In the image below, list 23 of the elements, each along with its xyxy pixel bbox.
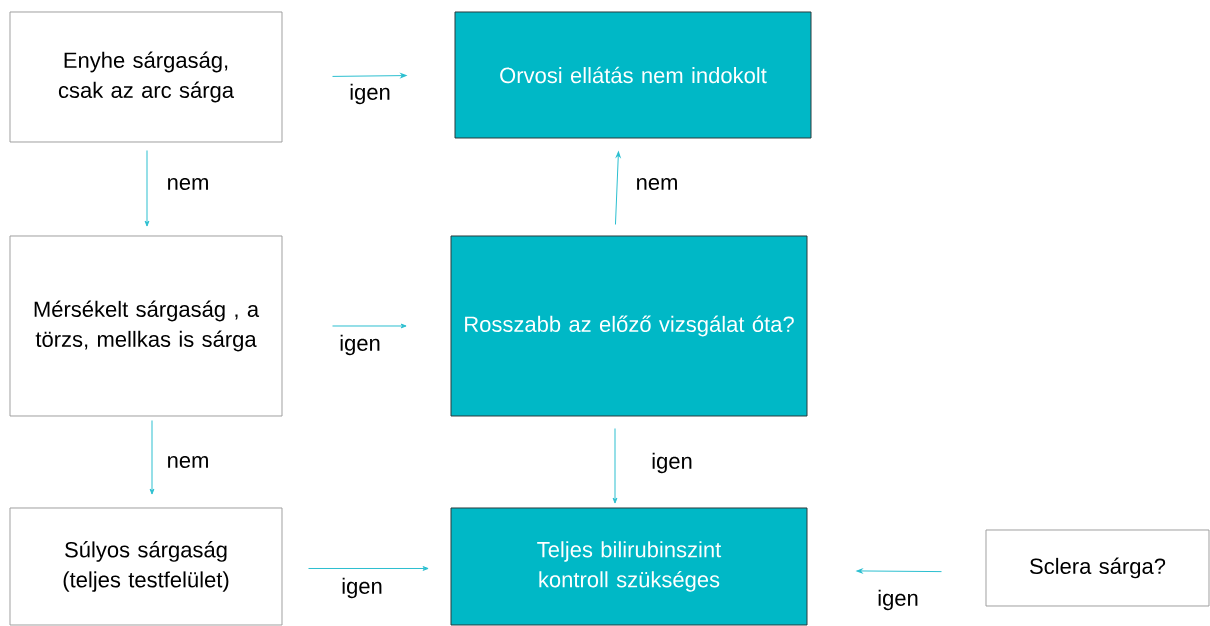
- process-box: Sclera sárga?: [985, 529, 1210, 607]
- result-box: Rosszabb az előző vizsgálat óta?: [450, 235, 808, 417]
- arrow: [612, 428, 618, 504]
- arrow: [149, 420, 155, 495]
- edge-label: igen: [650, 451, 694, 475]
- edge-label: igen: [348, 82, 392, 106]
- arrow: [856, 568, 942, 574]
- result-box: Teljes bilirubinszint kontroll szükséges: [450, 507, 808, 626]
- process-box: Enyhe sárgaság, csak az arc sárga: [9, 11, 283, 143]
- result-box: Orvosi ellátás nem indokolt: [454, 11, 812, 139]
- edge-label: igen: [876, 588, 920, 612]
- arrow: [308, 566, 429, 571]
- edge-label: igen: [338, 333, 382, 357]
- arrow: [332, 323, 407, 329]
- arrow: [332, 73, 407, 78]
- process-box: Mérsékelt sárgaság , a törzs, mellkas is sárga: [9, 235, 283, 417]
- edge-label: igen: [340, 576, 384, 600]
- edge-label: nem: [634, 176, 680, 191]
- arrow: [614, 151, 621, 225]
- edge-label: nem: [165, 454, 211, 469]
- process-box: Súlyos sárgaság (teljes testfelület): [9, 507, 283, 626]
- arrow: [144, 150, 150, 227]
- edge-label: nem: [165, 176, 211, 191]
